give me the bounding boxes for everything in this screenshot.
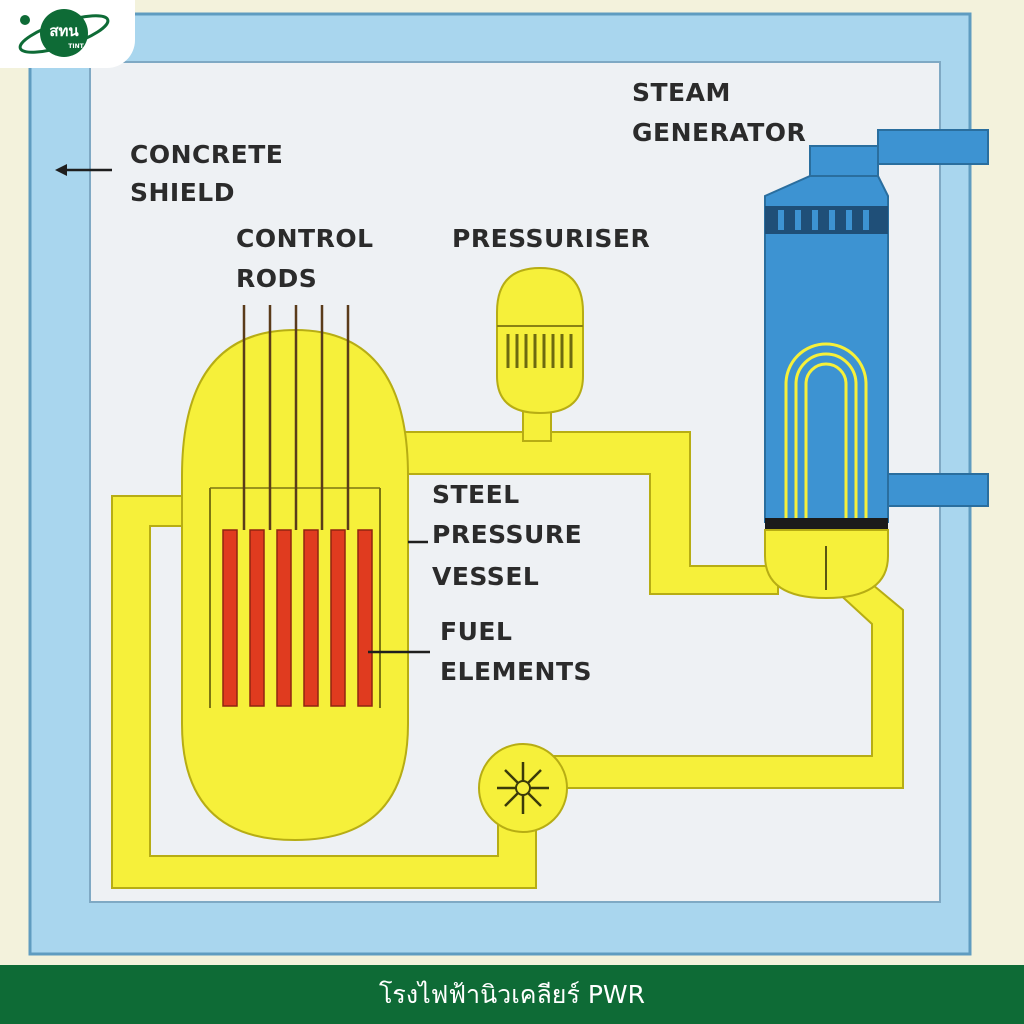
label-vessel-line3: VESSEL [432,562,539,591]
footer-bar: โรงไฟฟ้านิวเคลียร์ PWR [0,965,1024,1024]
leader-lines [60,168,430,654]
control-rods [242,305,350,530]
label-fuel-line1: FUEL [440,617,512,646]
steam-outlet-pipe [877,129,989,165]
feedwater-inlet-pipe [877,473,989,507]
reactor-vessel [181,328,409,842]
label-shield-line2: SHIELD [130,178,235,207]
label-steel-line1: STEEL [432,480,520,509]
tint-logo: สทน TINT [18,9,110,57]
fuel-elements [222,529,373,707]
logo-subtext: TINT [68,43,84,50]
footer-caption: โรงไฟฟ้านิวเคลียร์ PWR [379,979,645,1009]
logo-globe [40,9,88,57]
hot-leg-pipe [394,431,779,595]
label-elements-line2: ELEMENTS [440,657,592,686]
label-pressure-line2: PRESSURE [432,520,582,549]
logo-badge: สทน TINT [0,0,135,68]
concrete-arrow-head [55,164,67,176]
label-concrete-line1: CONCRETE [130,140,283,169]
logo-text: สทน [49,22,79,40]
label-steam-line1: STEAM [632,78,731,107]
logo-dot [20,15,30,25]
diagram-stage: CONCRETE SHIELD CONTROL RODS PRESSURISER… [28,12,989,956]
pwr-diagram: CONCRETE SHIELD CONTROL RODS PRESSURISER… [28,12,989,956]
label-control-line1: CONTROL [236,224,374,253]
label-generator-line2: GENERATOR [632,118,806,147]
label-pressuriser: PRESSURISER [452,224,650,253]
pressuriser [496,266,584,415]
label-rods-line2: RODS [236,264,317,293]
coolant-pump [478,743,568,833]
steam-generator [764,145,889,600]
